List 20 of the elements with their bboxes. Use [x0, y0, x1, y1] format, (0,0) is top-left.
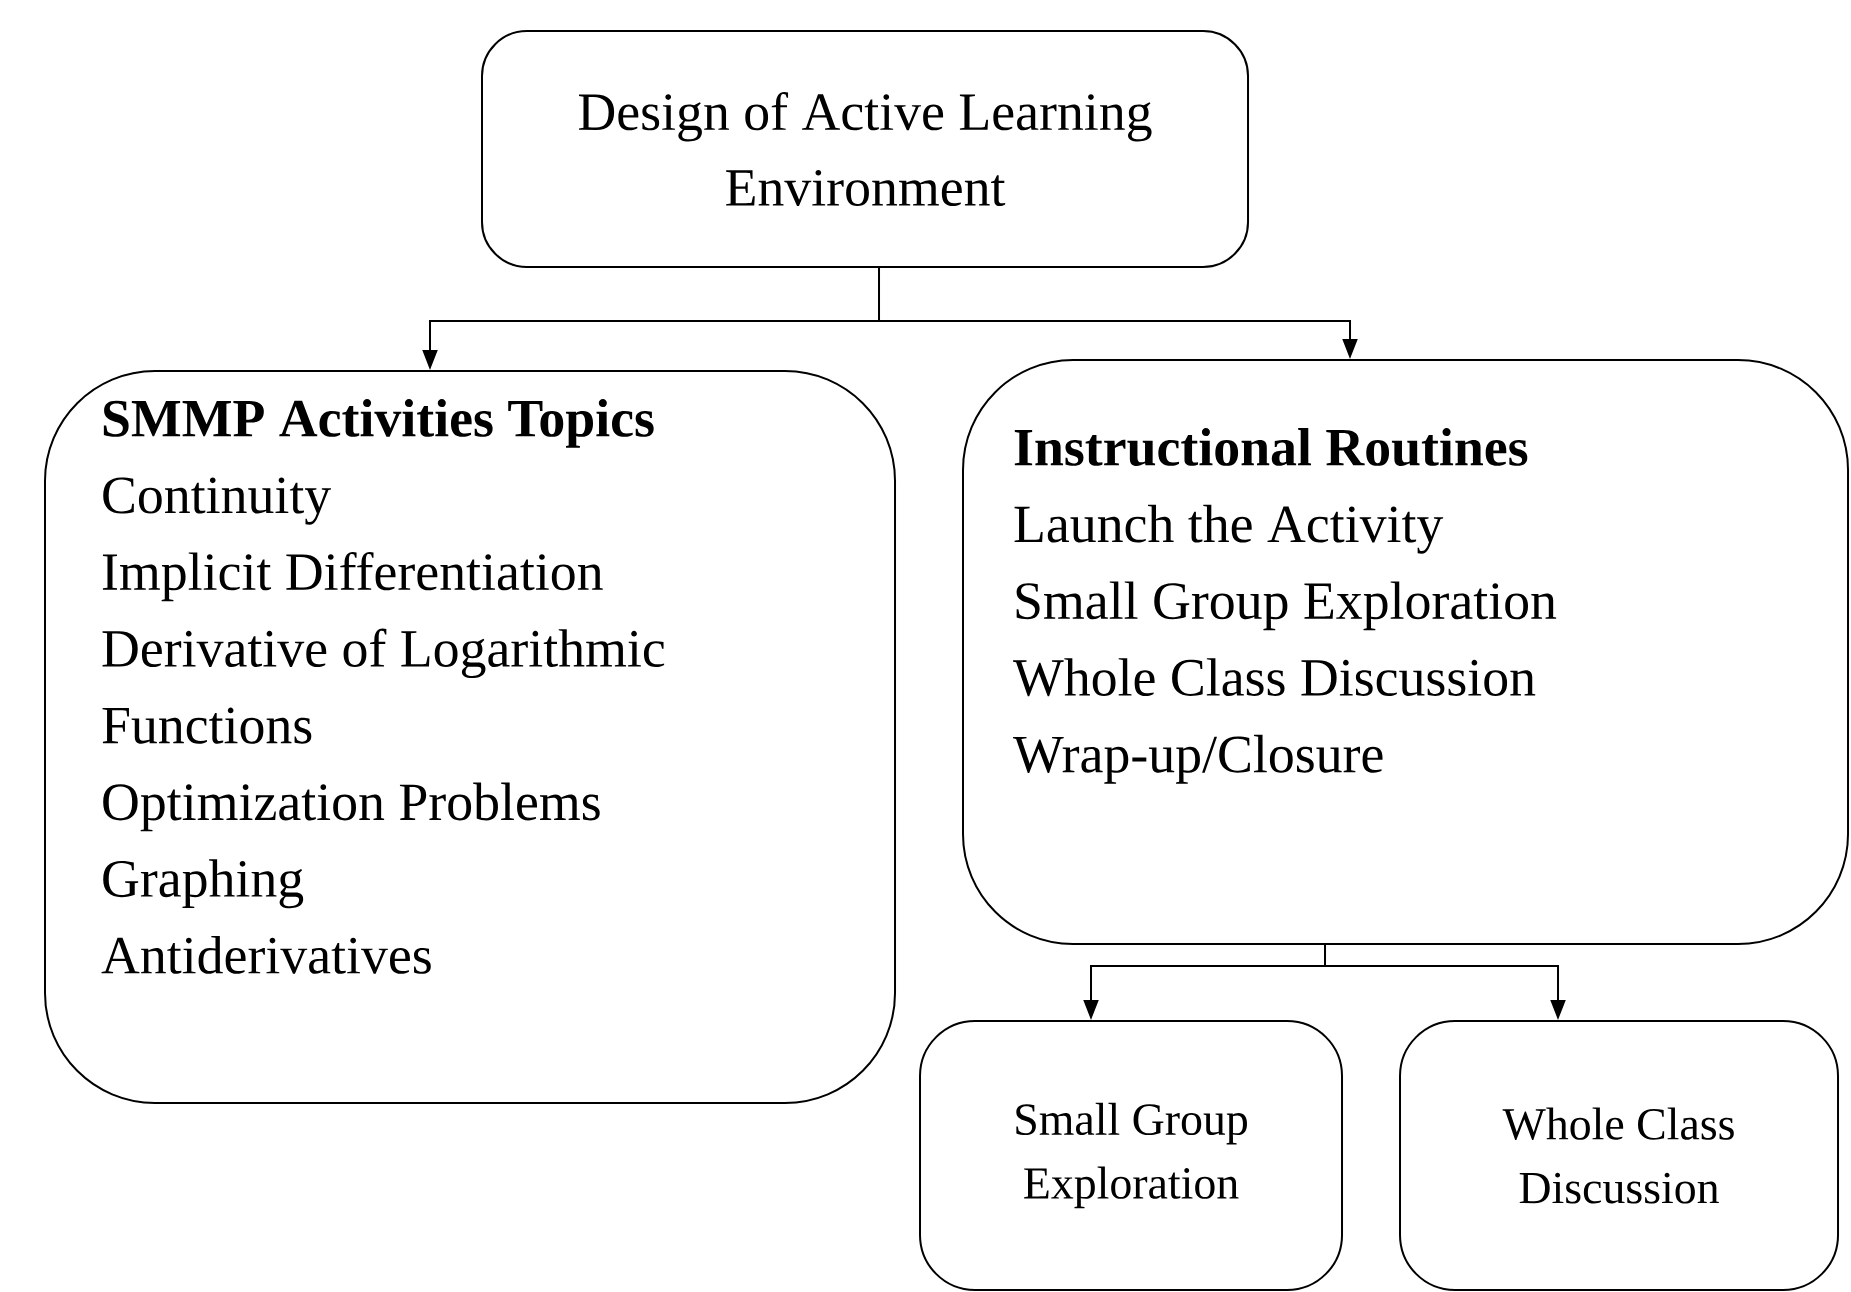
list-item: Graphing — [103, 859, 304, 909]
list-item: Antiderivatives — [101, 936, 431, 974]
list-item: Launch the Activity — [1014, 504, 1444, 554]
rounded-box — [481, 30, 1249, 268]
heading: SMMP Activities Topics — [103, 399, 654, 448]
box-text: Whole Class Discussion — [1502, 1107, 1734, 1204]
rounded-box — [962, 359, 1849, 945]
list-item: Continuity — [103, 477, 331, 525]
rounded-box — [1399, 1020, 1839, 1291]
list-item: Whole Class Discussion — [1013, 658, 1536, 697]
list-item: Optimization Problems — [103, 782, 600, 832]
list-item: Derivative of Logarithmic Functions — [102, 628, 665, 744]
box-text: Design of Active Learning Environment — [579, 91, 1152, 207]
list-item: Wrap-up/Closure — [1013, 734, 1383, 784]
rounded-box — [919, 1020, 1343, 1291]
list-item: Implicit Differentiation — [102, 551, 603, 602]
list-item: Small Group Exploration — [1016, 581, 1557, 631]
box-text: Small Group Exploration — [1016, 1102, 1247, 1209]
heading: Instructional Routines — [1014, 428, 1528, 466]
rounded-box — [44, 370, 896, 1104]
